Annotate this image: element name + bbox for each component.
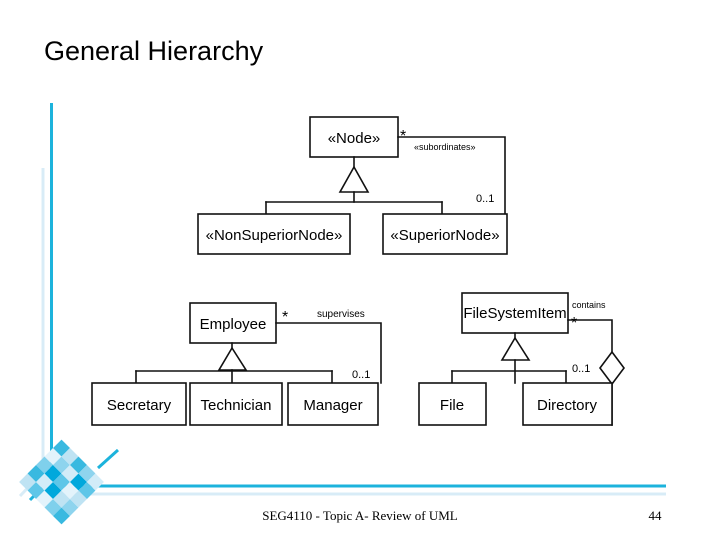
association-line-supervises xyxy=(275,322,382,384)
class-box-nonsuperiornode xyxy=(197,213,351,255)
association-line-subordinates xyxy=(397,136,506,215)
aggregation-diamond-contains xyxy=(599,350,625,386)
class-label-technician: Technician xyxy=(201,397,272,414)
class-label-node: «Node» xyxy=(328,130,381,147)
class-box-employee xyxy=(189,302,277,344)
class-box-node xyxy=(309,116,399,158)
generalization-triangle-node xyxy=(338,165,370,193)
class-label-file: File xyxy=(440,397,464,414)
multiplicity-employee-star: * xyxy=(282,309,288,326)
class-label-employee: Employee xyxy=(200,316,267,333)
generalization-triangle-fsitem xyxy=(500,336,531,361)
class-label-secretary: Secretary xyxy=(107,397,172,414)
multiplicity-employee-zero-one: 0..1 xyxy=(352,369,370,381)
multiplicity-node-star: * xyxy=(400,128,406,145)
class-label-directory: Directory xyxy=(537,397,598,414)
association-label-subordinates: «subordinates» xyxy=(414,142,476,152)
class-label-filesystemitem: FileSystemItem xyxy=(463,305,566,322)
class-box-manager xyxy=(287,382,379,426)
class-box-technician xyxy=(189,382,283,426)
multiplicity-fs-star: * xyxy=(571,315,577,332)
association-label-contains: contains xyxy=(572,300,606,310)
class-label-superiornode: «SuperiorNode» xyxy=(390,227,499,244)
association-line-contains xyxy=(567,319,613,353)
generalization-triangle-employee xyxy=(217,346,248,371)
class-label-manager: Manager xyxy=(303,397,362,414)
class-label-nonsuperiornode: «NonSuperiorNode» xyxy=(206,227,343,244)
class-box-file xyxy=(418,382,487,426)
footer-text: SEG4110 - Topic A- Review of UML xyxy=(262,508,458,523)
multiplicity-node-zero-one: 0..1 xyxy=(476,193,494,205)
multiplicity-fs-zero-one: 0..1 xyxy=(572,363,590,375)
association-label-supervises: supervises xyxy=(317,309,365,320)
class-box-directory xyxy=(522,382,613,426)
class-box-secretary xyxy=(91,382,187,426)
class-box-superiornode xyxy=(382,213,508,255)
footer-page-number: 44 xyxy=(648,508,662,523)
page-title: General Hierarchy xyxy=(44,36,264,66)
